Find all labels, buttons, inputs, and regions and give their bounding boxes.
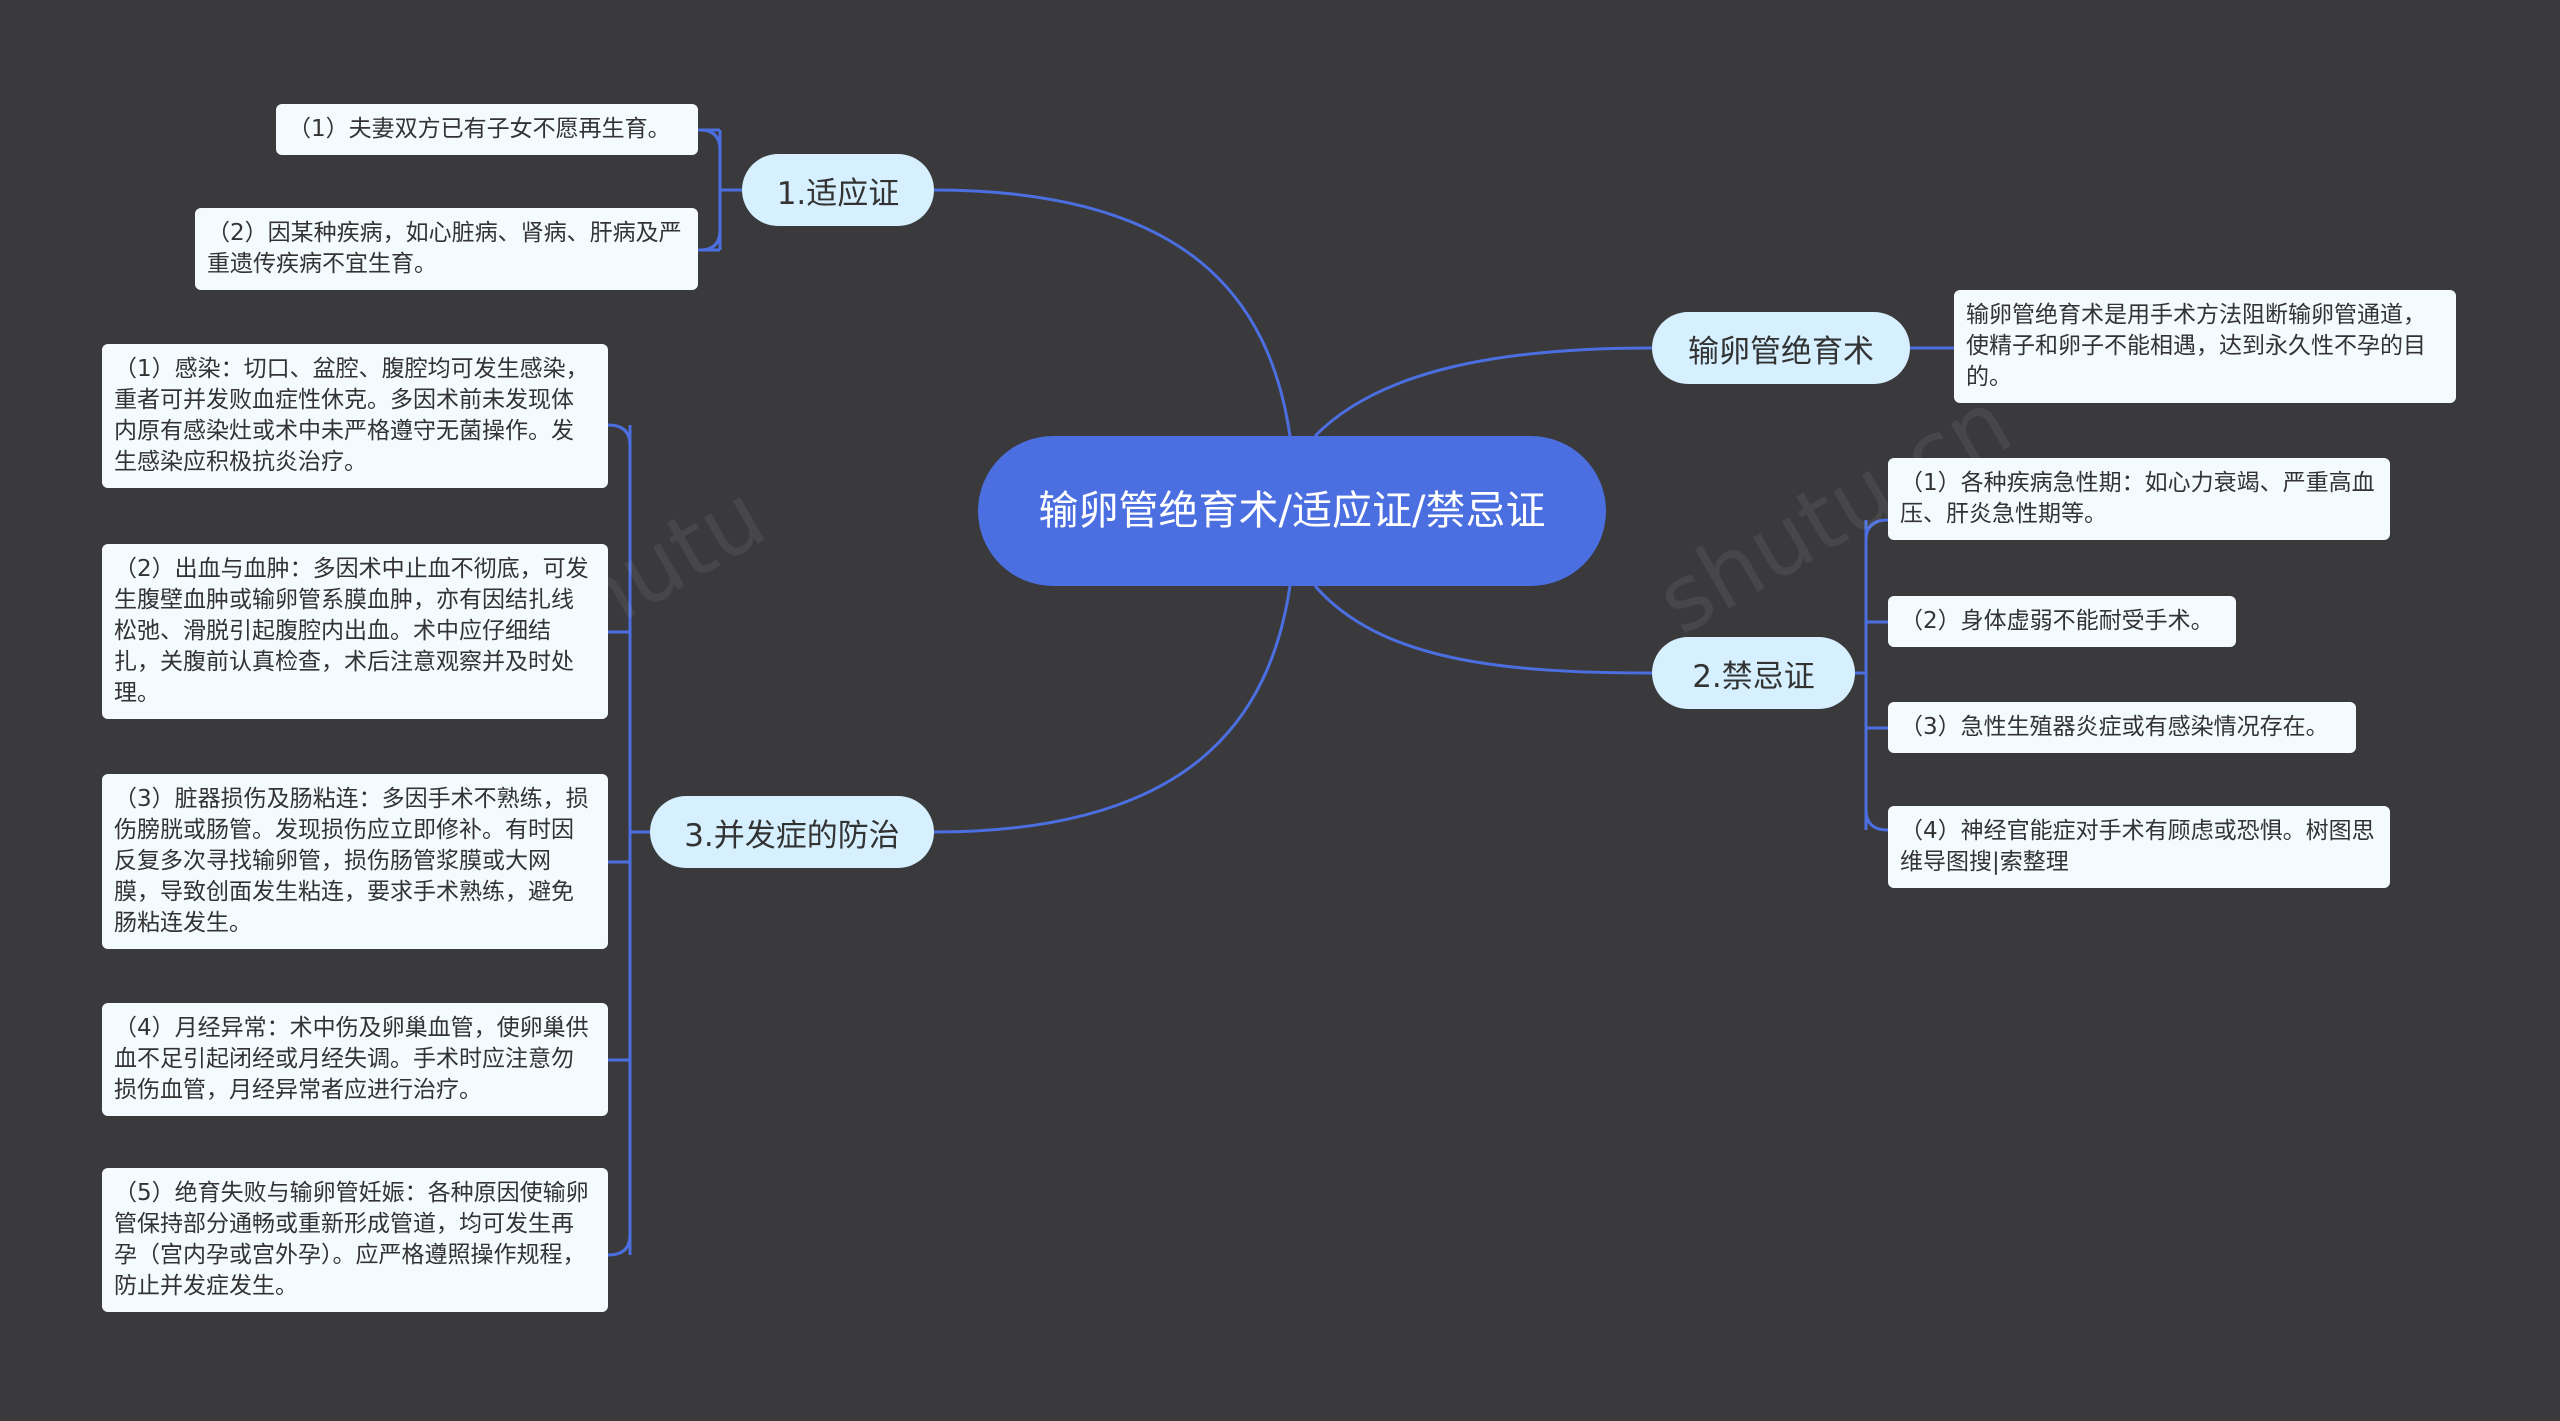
leaf-text: （3）脏器损伤及肠粘连：多因手术不熟练，损伤膀胱或肠管。发现损伤应立即修补。有时… xyxy=(114,786,589,936)
leaf-complication-5[interactable]: （5）绝育失败与输卵管妊娠：各种原因使输卵管保持部分通畅或重新形成管道，均可发生… xyxy=(102,1168,608,1312)
root-topic-label: 输卵管绝育术/适应证/禁忌证 xyxy=(1038,488,1546,534)
leaf-complication-1[interactable]: （1）感染：切口、盆腔、腹腔均可发生感染，重者可并发败血症性休克。多因术前未发现… xyxy=(102,344,608,488)
leaf-text: （1）夫妻双方已有子女不愿再生育。 xyxy=(288,116,671,142)
leaf-contraindication-3[interactable]: （3）急性生殖器炎症或有感染情况存在。 xyxy=(1888,702,2356,753)
branch-contraindications-label: 2.禁忌证 xyxy=(1692,658,1815,695)
leaf-text: （5）绝育失败与输卵管妊娠：各种原因使输卵管保持部分通畅或重新形成管道，均可发生… xyxy=(114,1180,589,1299)
connector-root-indications xyxy=(933,188,1292,437)
leaf-text: （1）感染：切口、盆腔、腹腔均可发生感染，重者可并发败血症性休克。多因术前未发现… xyxy=(114,356,589,475)
leaf-definition[interactable]: 输卵管绝育术是用手术方法阻断输卵管通道，使精子和卵子不能相遇，达到永久性不孕的目… xyxy=(1954,290,2456,403)
leaf-text: （1）各种疾病急性期：如心力衰竭、严重高血压、肝炎急性期等。 xyxy=(1900,470,2375,527)
branch-complications[interactable]: 3.并发症的防治 xyxy=(650,796,934,868)
connector-complications-leaves xyxy=(628,425,650,1255)
leaf-contraindication-1[interactable]: （1）各种疾病急性期：如心力衰竭、严重高血压、肝炎急性期等。 xyxy=(1888,458,2390,540)
leaf-indication-1[interactable]: （1）夫妻双方已有子女不愿再生育。 xyxy=(276,104,698,155)
leaf-contraindication-4[interactable]: （4）神经官能症对手术有顾虑或恐惧。树图思维导图搜|索整理 xyxy=(1888,806,2390,888)
connector-indications-leaves xyxy=(698,128,742,252)
leaf-text: （2）因某种疾病，如心脏病、肾病、肝病及严重遗传疾病不宜生育。 xyxy=(207,220,682,277)
branch-complications-label: 3.并发症的防治 xyxy=(684,817,900,854)
leaf-indication-2[interactable]: （2）因某种疾病，如心脏病、肾病、肝病及严重遗传疾病不宜生育。 xyxy=(195,208,698,290)
leaf-text: （2）出血与血肿：多因术中止血不彻底，可发生腹壁血肿或输卵管系膜血肿，亦有因结扎… xyxy=(114,556,589,706)
root-topic[interactable]: 输卵管绝育术/适应证/禁忌证 xyxy=(978,436,1606,586)
branch-indications[interactable]: 1.适应证 xyxy=(742,154,934,226)
connector-contraindications-leaves xyxy=(1855,520,1868,830)
connector-root-definition xyxy=(1313,346,1653,438)
branch-definition[interactable]: 输卵管绝育术 xyxy=(1652,312,1910,384)
branch-contraindications[interactable]: 2.禁忌证 xyxy=(1652,637,1855,709)
leaf-text: （2）身体虚弱不能耐受手术。 xyxy=(1900,608,2214,634)
leaf-complication-4[interactable]: （4）月经异常：术中伤及卵巢血管，使卵巢供血不足引起闭经或月经失调。手术时应注意… xyxy=(102,1003,608,1116)
connector-root-complications xyxy=(933,585,1292,834)
connector-root-contraindications xyxy=(1313,585,1653,675)
leaf-complication-3[interactable]: （3）脏器损伤及肠粘连：多因手术不熟练，损伤膀胱或肠管。发现损伤应立即修补。有时… xyxy=(102,774,608,949)
leaf-contraindication-2[interactable]: （2）身体虚弱不能耐受手术。 xyxy=(1888,596,2236,647)
branch-definition-label: 输卵管绝育术 xyxy=(1688,333,1874,370)
branch-indications-label: 1.适应证 xyxy=(776,175,900,212)
leaf-complication-2[interactable]: （2）出血与血肿：多因术中止血不彻底，可发生腹壁血肿或输卵管系膜血肿，亦有因结扎… xyxy=(102,544,608,719)
leaf-text: 输卵管绝育术是用手术方法阻断输卵管通道，使精子和卵子不能相遇，达到永久性不孕的目… xyxy=(1966,302,2426,390)
leaf-text: （4）神经官能症对手术有顾虑或恐惧。树图思维导图搜|索整理 xyxy=(1900,818,2375,875)
leaf-text: （3）急性生殖器炎症或有感染情况存在。 xyxy=(1900,714,2329,740)
leaf-text: （4）月经异常：术中伤及卵巢血管，使卵巢供血不足引起闭经或月经失调。手术时应注意… xyxy=(114,1015,589,1103)
